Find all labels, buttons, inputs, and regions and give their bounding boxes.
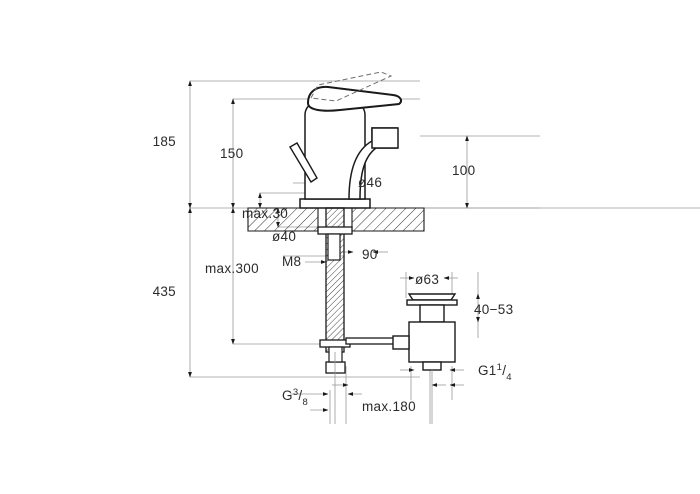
lever-handle-open-dashed <box>310 71 393 102</box>
label-max300: max.300 <box>205 261 259 276</box>
supply-connector <box>325 361 346 374</box>
drain-body <box>408 321 456 363</box>
label-d40: ø40 <box>272 229 296 244</box>
faucet-body <box>299 96 399 209</box>
label-185: 185 <box>153 134 176 149</box>
label-max180: max.180 <box>362 399 416 414</box>
threaded-stud <box>327 233 341 261</box>
label-d46: ø46 <box>358 175 382 190</box>
label-d63: ø63 <box>415 272 439 287</box>
label-max30: max.30 <box>242 206 288 221</box>
drain-waste-assembly <box>392 293 458 371</box>
g114-prefix: G1 <box>478 363 497 378</box>
label-g38: G3/8 <box>282 387 308 408</box>
g38-numerator: 3 <box>293 387 299 398</box>
spout-outlet <box>371 127 399 149</box>
drain-upper-tube <box>419 304 445 323</box>
centre-lines <box>334 352 433 424</box>
label-100: 100 <box>452 163 475 178</box>
label-150: 150 <box>220 146 243 161</box>
faucet-shank-assembly <box>317 207 353 374</box>
g114-denominator: 4 <box>506 372 512 383</box>
label-g114: G11/4 <box>478 362 512 383</box>
drain-side-port <box>392 335 410 350</box>
g114-numerator: 1 <box>497 362 503 373</box>
label-90: 90 <box>362 247 378 262</box>
drain-outlet <box>422 361 442 371</box>
dimension-labels: 185 150 100 435 max.30 ø40 ø46 M8 90 max… <box>153 134 514 414</box>
label-40-53: 40−53 <box>474 302 513 317</box>
mounting-nut <box>317 226 353 235</box>
drain-flange-rim <box>406 299 458 306</box>
label-435: 435 <box>153 284 176 299</box>
popup-lift-rod-handle <box>289 142 318 183</box>
dimension-arrow-lines <box>188 80 469 378</box>
faucet-base-collar <box>299 198 371 209</box>
label-m8: M8 <box>282 254 301 269</box>
counter-section <box>247 207 425 232</box>
drain-flange <box>407 293 457 301</box>
lever-handle-closed <box>306 85 402 112</box>
g38-prefix: G <box>282 388 293 403</box>
supply-collar <box>328 346 343 363</box>
dimension-extension-lines <box>190 80 700 424</box>
g38-denominator: 8 <box>302 397 308 408</box>
